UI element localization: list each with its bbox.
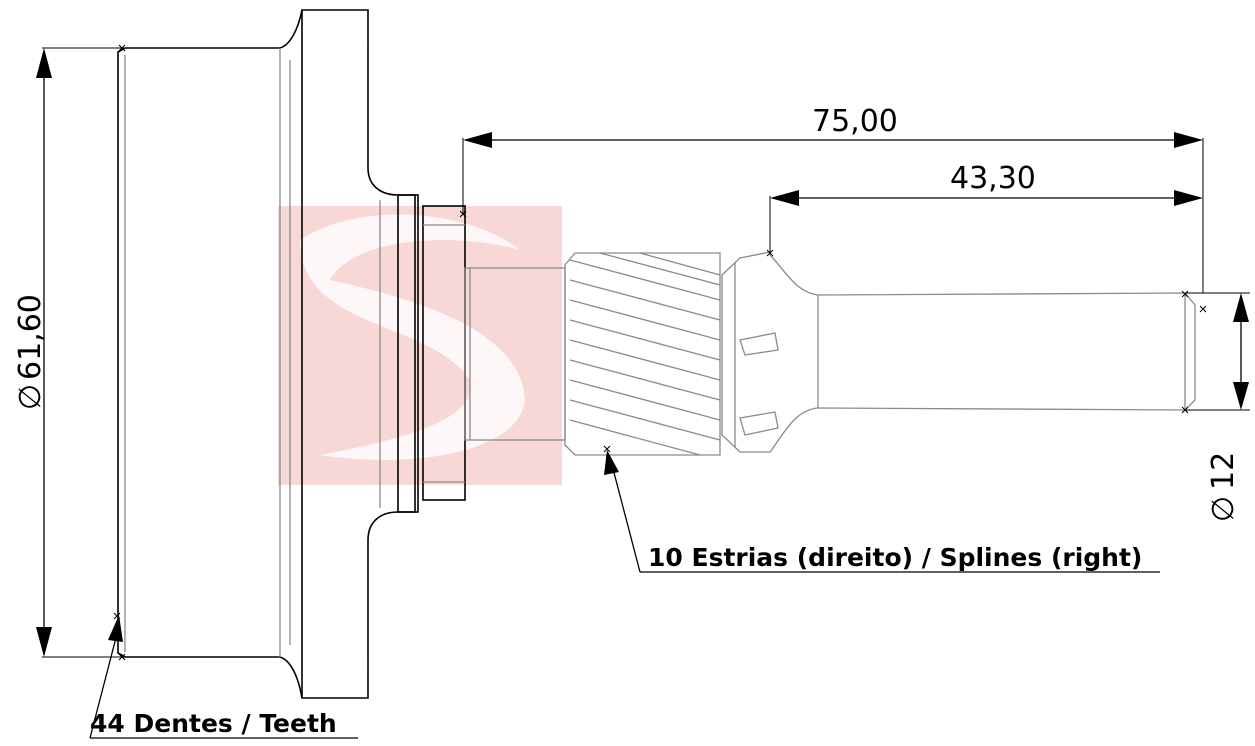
dimension-shaft-length <box>769 190 1203 252</box>
reference-markers <box>113 44 1207 661</box>
part-outline <box>117 9 1196 699</box>
spline-lines <box>569 252 721 456</box>
leader-teeth <box>89 615 358 739</box>
diameter-small-value: 12 <box>1206 452 1241 490</box>
dimension-diameter-small <box>1185 292 1250 411</box>
dimension-overall-length <box>462 132 1204 293</box>
shaft-length-value: 43,30 <box>950 161 1036 196</box>
diameter-large-symbol: ∅ <box>13 384 48 410</box>
overall-length-value: 75,00 <box>812 104 898 139</box>
splines-note: 10 Estrias (direito) / Splines (right) <box>648 543 1142 572</box>
diameter-large-value: 61,60 <box>13 294 48 380</box>
logo-watermark-icon <box>278 206 562 485</box>
teeth-note: 44 Dentes / Teeth <box>90 709 337 738</box>
leader-splines <box>604 450 1160 573</box>
dimension-diameter-large <box>36 47 125 658</box>
diameter-small-symbol: ∅ <box>1206 496 1241 522</box>
